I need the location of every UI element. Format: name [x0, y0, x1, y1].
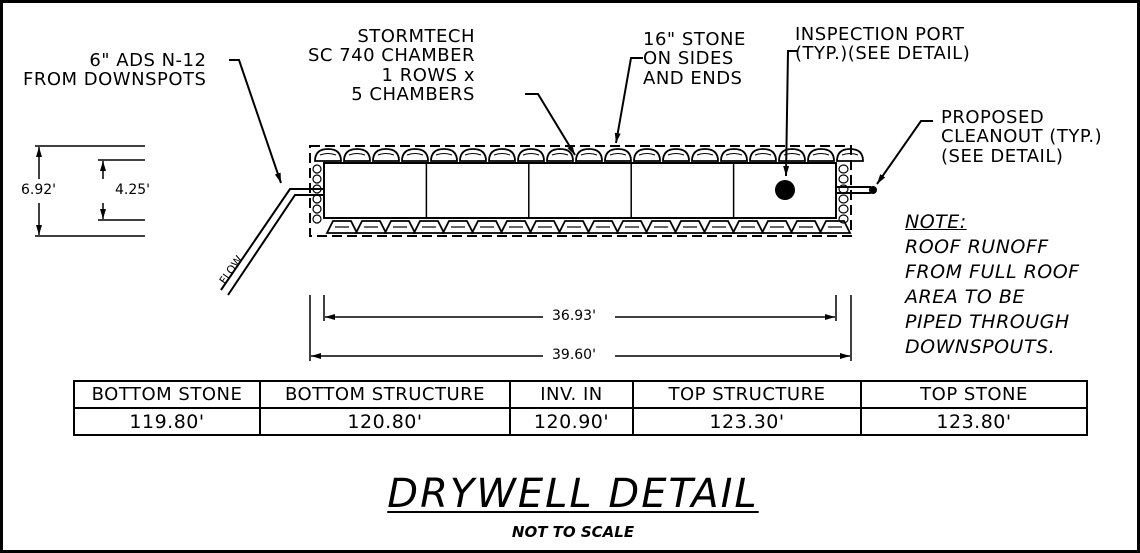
stone-top-detail	[725, 153, 743, 156]
stone-top-piece	[778, 148, 806, 162]
stone-top-detail	[348, 153, 366, 156]
table-value-cell: 123.30'	[632, 407, 862, 436]
drawing-subtitle: NOT TO SCALE	[511, 523, 635, 541]
stone-top-piece	[604, 148, 632, 162]
stone-end-piece	[312, 164, 322, 174]
chamber-dividers	[425, 163, 735, 218]
stone-end-piece	[312, 194, 322, 204]
inlet-pipe-wall	[227, 194, 324, 296]
stone-top-piece	[430, 148, 458, 162]
stone-top-detail	[522, 153, 540, 156]
stone-top-detail	[580, 153, 598, 156]
dim-chamber-length: 36.93'	[546, 308, 602, 324]
stone-end-piece	[312, 214, 322, 224]
stone-end-piece	[312, 204, 322, 214]
stone-top-detail	[696, 153, 714, 156]
flow-label: FLOW	[217, 253, 246, 286]
table-value-cell: 119.80'	[73, 407, 261, 436]
cleanout-label: PROPOSED CLEANOUT (TYP.) (SEE DETAIL)	[941, 107, 1103, 167]
elevation-table-value-row: 119.80' 120.80' 120.90' 123.30' 123.80'	[73, 407, 1088, 436]
stone-end-piece	[838, 194, 849, 204]
stone-top-detail	[406, 153, 424, 156]
cleanout-label-leader	[876, 120, 933, 185]
stone-top-piece	[575, 148, 603, 162]
table-value-cell: 123.80'	[860, 407, 1088, 436]
inspection-label: INSPECTION PORT (TYP.)(SEE DETAIL)	[795, 24, 971, 65]
stone-top-piece	[546, 148, 574, 162]
stone-end-piece	[838, 164, 849, 174]
table-header-cell: TOP STONE	[860, 380, 1088, 409]
pipe-label: 6" ADS N-12 FROM DOWNSPOTS	[23, 50, 207, 91]
stone-top-piece	[749, 148, 777, 162]
inlet-pipe	[220, 188, 324, 291]
stone-top-detail	[841, 153, 859, 156]
stone-end-piece	[838, 204, 849, 214]
table-value-cell: 120.80'	[259, 407, 511, 436]
stone-top-detail	[638, 153, 656, 156]
stone-top-piece	[807, 148, 835, 162]
stone-label-leader	[614, 57, 643, 144]
dim-total-height: 6.92'	[17, 182, 61, 198]
stone-top-detail	[754, 153, 772, 156]
stone-end-piece	[312, 174, 322, 184]
dim-total-length: 39.60'	[546, 347, 602, 363]
stone-top-piece	[517, 148, 545, 162]
chamber-label: STORMTECH SC 740 CHAMBER 1 ROWS x 5 CHAM…	[308, 26, 475, 106]
stone-top-piece	[662, 148, 690, 162]
inspection-port-icon	[775, 180, 795, 200]
stone-top-piece	[401, 148, 429, 162]
stone-top-piece	[691, 148, 719, 162]
elevation-table: BOTTOM STONE BOTTOM STRUCTURE INV. IN TO…	[73, 380, 1088, 436]
stone-top-piece	[372, 148, 400, 162]
drywell-section-drawing: FLOW	[35, 50, 933, 361]
table-header-cell: BOTTOM STRUCTURE	[259, 380, 511, 409]
stone-top-piece	[314, 148, 342, 162]
stone-bottom-layer	[325, 220, 852, 234]
stone-top-piece	[343, 148, 371, 162]
stone-top-detail	[377, 153, 395, 156]
elevation-table-header-row: BOTTOM STONE BOTTOM STRUCTURE INV. IN TO…	[73, 380, 1088, 409]
stone-bottom-piece	[818, 220, 852, 234]
stone-top-detail	[609, 153, 627, 156]
stone-envelope-outline	[309, 145, 852, 237]
stone-top-piece	[459, 148, 487, 162]
table-header-cell: TOP STRUCTURE	[632, 380, 862, 409]
pipe-label-leader	[229, 59, 282, 184]
stone-top-detail	[493, 153, 511, 156]
stone-end-piece	[838, 174, 849, 184]
dim-chamber-height: 4.25'	[111, 182, 155, 198]
note-body: ROOF RUNOFF FROM FULL ROOF AREA TO BE PI…	[905, 236, 1080, 358]
stone-top-detail	[551, 153, 569, 156]
stone-label: 16" STONE ON SIDES AND ENDS	[643, 29, 746, 89]
stone-top-piece	[633, 148, 661, 162]
stone-top-detail	[783, 153, 801, 156]
chamber-row-outline	[323, 162, 837, 219]
stone-top-detail	[435, 153, 453, 156]
stone-top-piece	[720, 148, 748, 162]
table-header-cell: INV. IN	[509, 380, 634, 409]
stone-top-piece	[836, 148, 864, 162]
note-heading: NOTE:	[905, 211, 967, 233]
cleanout-icon	[869, 186, 877, 194]
inspection-label-leader	[783, 50, 798, 177]
table-value-cell: 120.90'	[509, 407, 634, 436]
stone-top-detail	[464, 153, 482, 156]
stone-end-layers	[312, 164, 849, 224]
stone-top-piece	[488, 148, 516, 162]
stone-top-detail	[667, 153, 685, 156]
drawing-title: DRYWELL DETAIL	[387, 471, 759, 517]
stone-top-layer	[314, 148, 864, 162]
chamber-label-leader	[525, 93, 576, 156]
table-header-cell: BOTTOM STONE	[73, 380, 261, 409]
stone-end-piece	[838, 214, 849, 224]
stone-top-detail	[319, 153, 337, 156]
stone-top-detail	[812, 153, 830, 156]
